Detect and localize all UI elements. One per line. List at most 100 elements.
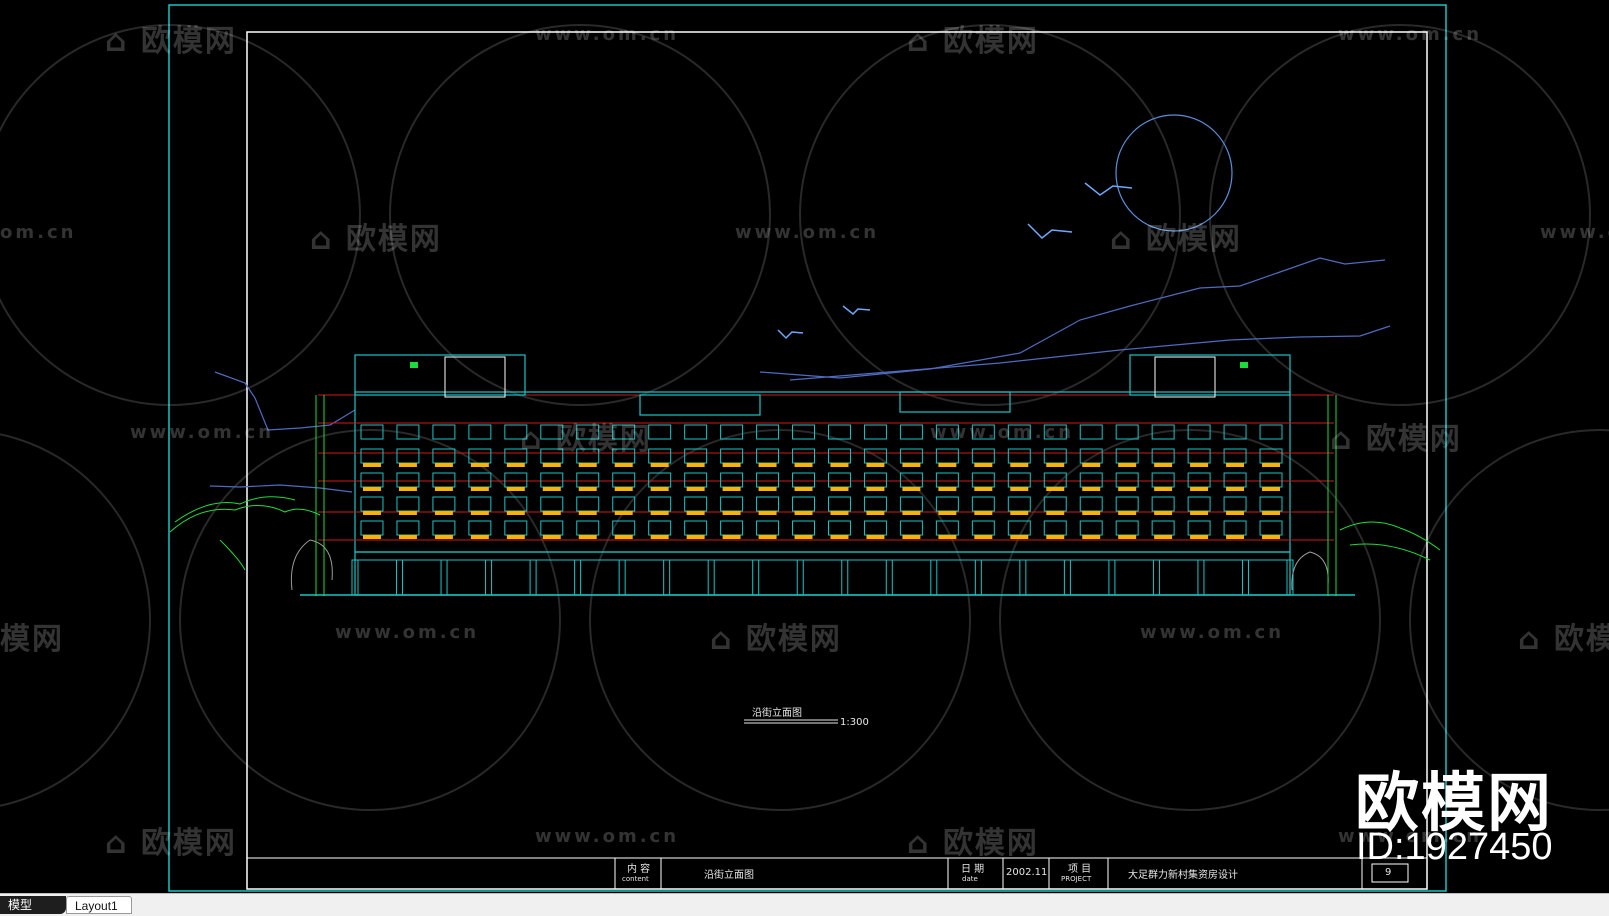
window (792, 424, 815, 440)
window (1187, 448, 1211, 464)
mountain-lines (209, 257, 1391, 493)
window (612, 424, 636, 440)
tab-model[interactable]: 模型 (0, 896, 66, 914)
watermark-brand: ⌂ 欧模网 (907, 16, 1039, 60)
window (1079, 424, 1103, 440)
watermark-brand: ⌂ 欧模 (1518, 614, 1609, 658)
balcony (650, 535, 669, 539)
balcony (722, 487, 741, 491)
landscape (169, 496, 1441, 571)
window (792, 520, 815, 536)
window (1007, 496, 1031, 512)
balcony (902, 463, 921, 467)
shop-pillar (1019, 559, 1027, 596)
window (504, 472, 528, 488)
window (1187, 424, 1211, 440)
balcony (470, 535, 489, 539)
watermark-url: om.cn (0, 222, 77, 243)
balcony (1010, 511, 1029, 515)
window (756, 448, 780, 464)
balcony (794, 511, 813, 515)
balcony (398, 487, 417, 491)
watermark-arcs (0, 24, 1609, 811)
window (1151, 520, 1175, 536)
balcony (363, 535, 381, 539)
window (828, 472, 851, 488)
balcony (398, 463, 417, 467)
window (1079, 496, 1103, 512)
balcony (650, 487, 669, 491)
balcony (363, 511, 381, 515)
window (1259, 496, 1283, 512)
balcony (866, 511, 885, 515)
balcony (614, 487, 633, 491)
tab-layout1[interactable]: Layout1 (66, 896, 132, 914)
balcony (506, 463, 525, 467)
roof-tower (1129, 354, 1291, 396)
window (1223, 496, 1247, 512)
shop-pillar (707, 559, 715, 596)
shop-pillar (618, 559, 626, 596)
window (828, 424, 851, 440)
watermark-text: 欧模网 (1365, 422, 1462, 457)
elevation-drawing (0, 4, 1609, 892)
balcony (722, 535, 741, 539)
watermark-text: 欧模网 (345, 222, 442, 257)
window (971, 520, 995, 536)
shop-pillar (529, 559, 537, 596)
balcony (830, 535, 849, 539)
watermark-brand-icon: ⌂ (310, 222, 334, 257)
balcony (1010, 487, 1029, 491)
window (828, 520, 851, 536)
balcony (1190, 487, 1209, 491)
window (468, 496, 492, 512)
window (576, 520, 600, 536)
paper-border (168, 4, 1447, 892)
window (1079, 520, 1103, 536)
watermark-brand: ⌂ 欧模网 (310, 214, 442, 258)
balcony (686, 463, 705, 467)
window (899, 496, 923, 512)
cad-viewport[interactable]: ⌂ 欧模网 www.om.cn ⌂ 欧模网 www.om.cn om.cn ⌂ … (0, 0, 1609, 893)
balcony (1118, 487, 1137, 491)
balcony (614, 535, 633, 539)
balcony (363, 487, 381, 491)
window (1043, 496, 1067, 512)
balcony (830, 487, 849, 491)
window (396, 424, 420, 440)
watermark-text: 欧模网 (140, 24, 237, 59)
watermark-brand-icon: ⌂ (105, 826, 129, 861)
tb-date-label-en: date (962, 875, 978, 883)
watermark-text: 欧模网 (942, 24, 1039, 59)
balcony (902, 535, 921, 539)
window (360, 424, 384, 440)
window (720, 472, 744, 488)
watermark-brand: ⌂ 欧模网 (1330, 414, 1462, 458)
roof-tower (899, 391, 1011, 413)
window (576, 424, 600, 440)
window (1151, 472, 1175, 488)
balcony (506, 487, 525, 491)
window (648, 424, 672, 440)
window (648, 520, 672, 536)
balcony (1190, 535, 1209, 539)
tb-project-label: 项 目 (1068, 864, 1092, 875)
balcony (1082, 535, 1101, 539)
shop-pillar (396, 559, 404, 596)
window (1259, 472, 1283, 488)
window (935, 448, 959, 464)
window (432, 496, 456, 512)
window (468, 424, 492, 440)
balcony (506, 511, 525, 515)
shop-pillar (796, 559, 804, 596)
balcony (1082, 511, 1101, 515)
watermark-url: www.om.cn (130, 422, 275, 443)
window (432, 448, 456, 464)
window (648, 496, 672, 512)
tb-date-value: 2002.11 (1006, 867, 1048, 878)
window (792, 472, 815, 488)
balcony (758, 487, 777, 491)
balcony (974, 463, 993, 467)
balcony (470, 511, 489, 515)
watermark-text: 欧模网 (140, 826, 237, 861)
